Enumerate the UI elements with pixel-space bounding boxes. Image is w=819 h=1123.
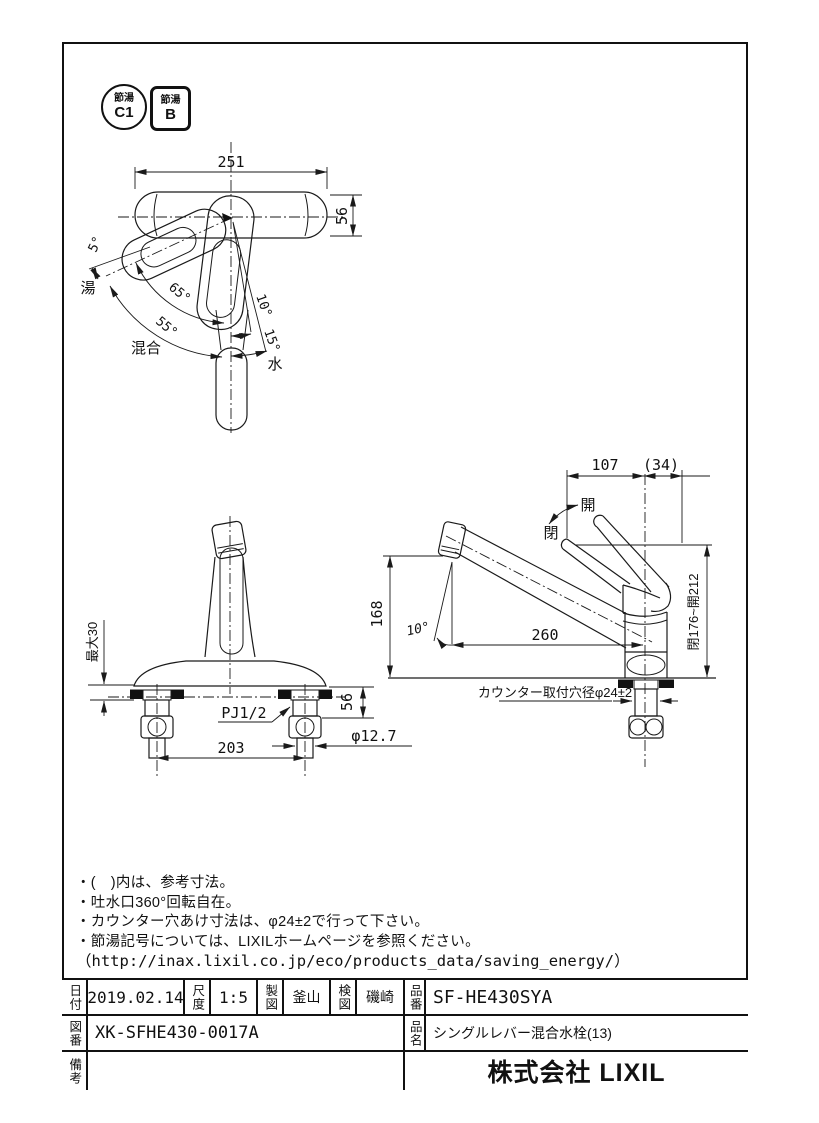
badge-c1-top-label: 節湯 (114, 93, 134, 104)
spout-reach-dim: 260 (531, 626, 558, 644)
top-depth-dim: 56 (333, 207, 351, 225)
company-name: 株式会社 LIXIL (487, 1059, 666, 1087)
checker-label: 検図 (331, 980, 357, 1014)
checker-value: 磯崎 (357, 980, 405, 1014)
spout-height-dim: 168 (368, 600, 386, 627)
drawing-no-label: 図番 (62, 1016, 88, 1050)
lever-ref-dim: (34) (643, 456, 679, 474)
scale-value: 1:5 (211, 980, 258, 1014)
title-block-row-3: 備考 株式会社 LIXIL (62, 1052, 748, 1090)
lever-height-range-dim: 閉176~開212 (686, 574, 701, 651)
part-no-label: 品番 (405, 980, 426, 1014)
date-value: 2019.02.14 (88, 980, 185, 1014)
note-line: ・節湯記号については、LIXILホームページを参照ください。 (76, 933, 480, 950)
hot-angle: 65° (165, 280, 193, 307)
note-url: （http://inax.lixil.co.jp/eco/products_da… (76, 952, 630, 970)
notes-block: ・( )内は、参考寸法。 ・吐水口360°回転自在。 ・カウンター穴あけ寸法は、… (76, 874, 696, 972)
side-view: カウンター取付穴径φ24±2 260 10° 168 107 (34) 開 閉 … (368, 456, 716, 767)
pipe-diameter-dim: φ12.7 (351, 727, 396, 745)
water-angle-15: 15° (260, 327, 282, 354)
outlet-angle-dim: 10° (405, 620, 431, 640)
hot-label: 湯 (80, 280, 95, 297)
max-counter-thickness-dim: 最大30 (85, 622, 100, 662)
top-view: 251 56 5° 湯 65° 55° 混合 10° 15° 水 (80, 142, 362, 433)
mix-angle: 55° (152, 314, 180, 341)
scale-label: 尺度 (185, 980, 211, 1014)
title-block: 日付 2019.02.14 尺度 1:5 製図 釜山 検図 磯崎 品番 SF-H… (62, 978, 748, 1092)
title-block-row-2: 図番 XK-SFHE430-0017A 品名 シングルレバー混合水栓(13) (62, 1016, 748, 1052)
water-angle-10: 10° (252, 292, 274, 319)
water-saving-b-badge: 節湯 B (150, 86, 191, 131)
remarks-label: 備考 (62, 1052, 88, 1090)
part-no-value: SF-HE430SYA (433, 986, 553, 1008)
note-line: ・カウンター穴あけ寸法は、φ24±2で行って下さい。 (76, 914, 430, 930)
open-label: 開 (580, 497, 595, 514)
date-label: 日付 (62, 980, 88, 1014)
drafter-value: 釜山 (284, 980, 331, 1014)
lever-reach-dim: 107 (591, 456, 618, 474)
note-line: ・吐水口360°回転自在。 (76, 894, 241, 911)
thread-spec-label: PJ1/2 (221, 704, 266, 722)
close-label: 閉 (543, 525, 558, 542)
overtravel-angle: 5° (86, 234, 106, 255)
title-block-row-1: 日付 2019.02.14 尺度 1:5 製図 釜山 検図 磯崎 品番 SF-H… (62, 980, 748, 1016)
badge-c1-bottom-label: C1 (114, 104, 134, 121)
shank-pitch-dim: 203 (217, 739, 244, 757)
front-view: 最大30 PJ1/2 56 φ12.7 203 (85, 516, 412, 777)
product-name-value: シングルレバー混合水栓(13) (433, 1025, 612, 1041)
mix-label: 混合 (131, 340, 161, 357)
remarks-value (88, 1052, 405, 1090)
product-name-label: 品名 (405, 1016, 426, 1050)
drawing-no-value: XK-SFHE430-0017A (88, 1016, 405, 1050)
badge-b-bottom-label: B (165, 105, 176, 123)
counter-hole-note: カウンター取付穴径φ24±2 (478, 685, 632, 700)
drafter-label: 製図 (258, 980, 284, 1014)
water-label: 水 (267, 356, 282, 373)
water-saving-c1-badge: 節湯 C1 (101, 84, 147, 130)
top-width-dim: 251 (217, 153, 244, 171)
shank-length-dim: 56 (338, 693, 356, 711)
note-line: ・( )内は、参考寸法。 (76, 875, 235, 891)
badge-b-top-label: 節湯 (160, 94, 181, 106)
